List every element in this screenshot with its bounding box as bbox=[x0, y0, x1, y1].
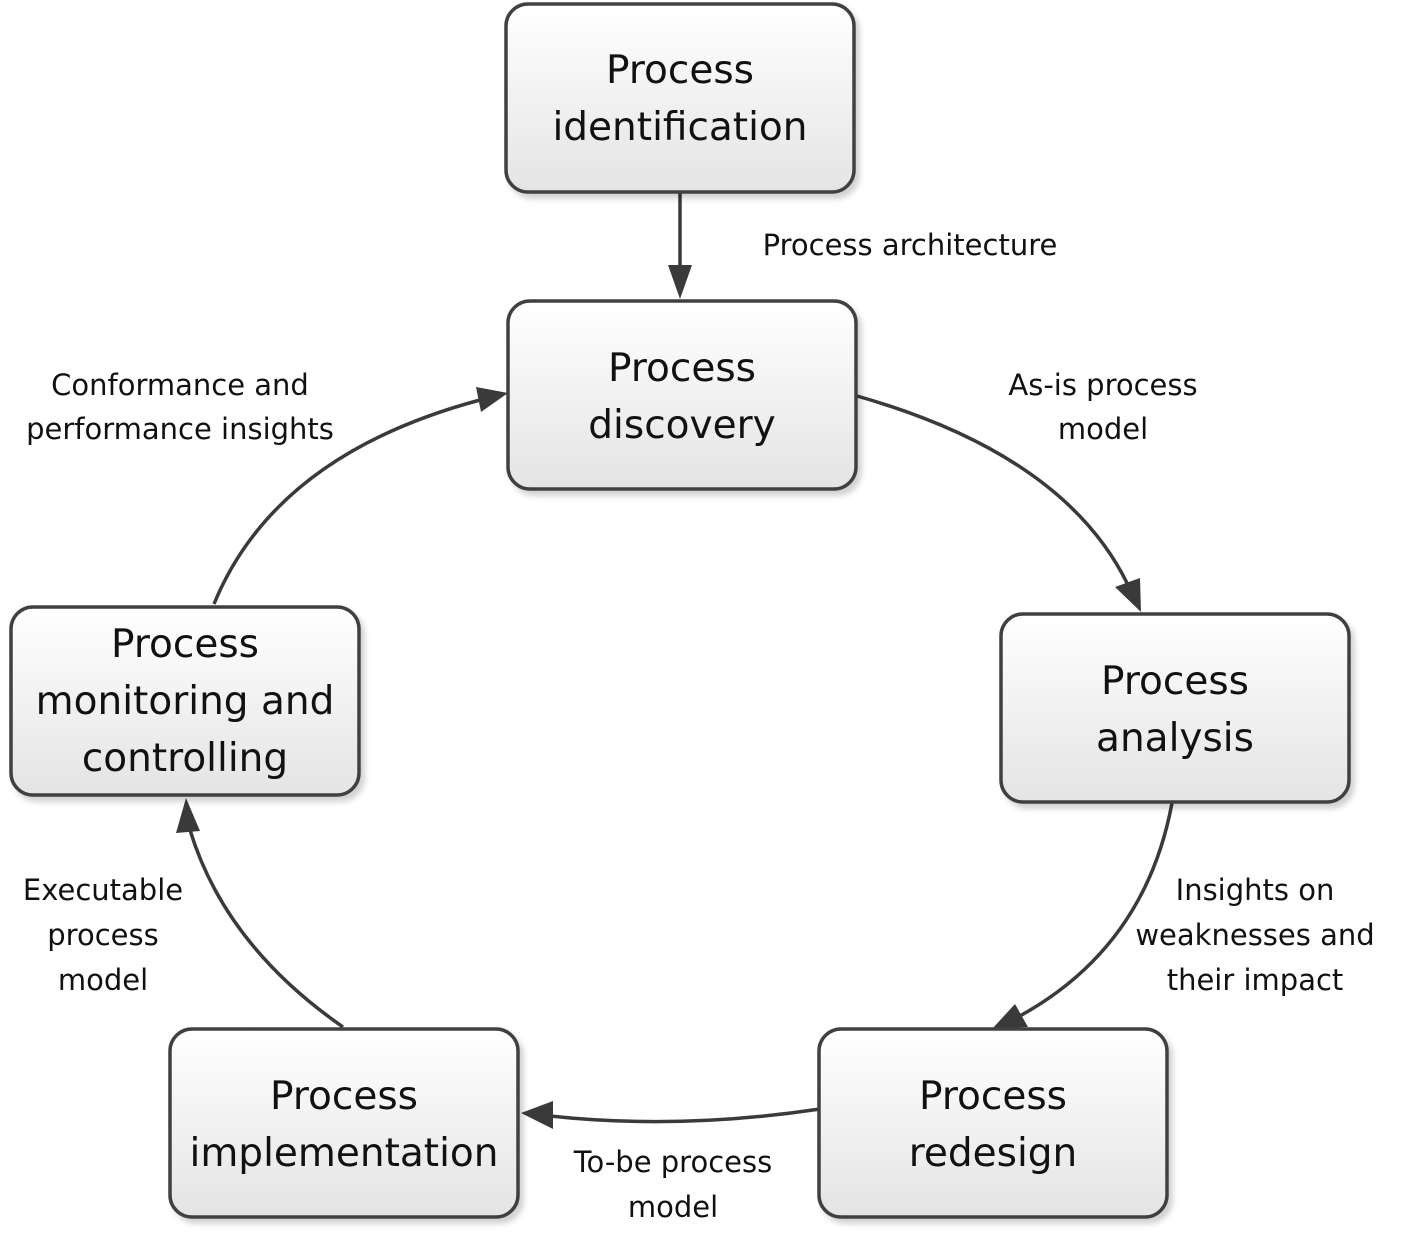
edge-identification-to-discovery bbox=[668, 193, 692, 299]
node-label: Process discovery bbox=[588, 346, 775, 448]
arrowhead-icon bbox=[176, 798, 200, 833]
text-line: performance insights bbox=[26, 412, 334, 446]
edge-label-process-architecture: Process architecture bbox=[763, 228, 1058, 262]
text-line: discovery bbox=[588, 403, 775, 448]
text-line: Conformance and bbox=[51, 368, 309, 402]
text-line: controlling bbox=[82, 736, 288, 781]
edge-analysis-to-redesign bbox=[992, 802, 1174, 1029]
node-process-implementation: Process implementation bbox=[168, 1027, 520, 1219]
text-line: To-be process bbox=[573, 1145, 772, 1179]
node-label: Process identification bbox=[552, 48, 807, 150]
node-label: Process analysis bbox=[1096, 659, 1254, 761]
text-line: redesign bbox=[909, 1131, 1078, 1176]
text-line: Process bbox=[606, 48, 754, 93]
node-process-redesign: Process redesign bbox=[817, 1027, 1169, 1219]
edge-redesign-to-implementation bbox=[521, 1101, 821, 1129]
node-process-analysis: Process analysis bbox=[999, 612, 1351, 804]
node-label: Process redesign bbox=[909, 1074, 1078, 1176]
edge-label-to-be-process-model: To-be process model bbox=[573, 1145, 772, 1224]
text-line: identification bbox=[552, 105, 807, 150]
text-line: Process bbox=[608, 346, 756, 391]
text-line: implementation bbox=[189, 1131, 498, 1176]
node-process-monitoring-and-controlling: Process monitoring and controlling bbox=[9, 605, 361, 797]
text-line: Executable bbox=[23, 873, 183, 907]
edge-monitoring-to-discovery bbox=[212, 387, 508, 605]
text-line: Process architecture bbox=[763, 228, 1058, 262]
text-line: Process bbox=[1101, 659, 1249, 704]
arrowhead-icon bbox=[992, 1004, 1028, 1029]
text-line: model bbox=[58, 963, 148, 997]
text-line: analysis bbox=[1096, 716, 1254, 761]
node-process-discovery: Process discovery bbox=[506, 299, 858, 491]
edge-implementation-to-monitoring bbox=[176, 798, 344, 1029]
node-process-identification: Process identification bbox=[504, 2, 856, 194]
text-line: Process bbox=[111, 622, 259, 667]
text-line: weaknesses and bbox=[1135, 918, 1374, 952]
node-label: Process monitoring and controlling bbox=[36, 622, 335, 781]
arrowhead-icon bbox=[521, 1101, 553, 1129]
edge-label-executable-process-model: Executable process model bbox=[23, 873, 183, 997]
edge-label-as-is-process-model: As-is process model bbox=[1008, 368, 1197, 446]
text-line: model bbox=[1058, 412, 1148, 446]
text-line: model bbox=[628, 1190, 718, 1224]
arrowhead-icon bbox=[668, 265, 692, 299]
text-line: As-is process bbox=[1008, 368, 1197, 402]
text-line: Insights on bbox=[1176, 873, 1335, 907]
text-line: monitoring and bbox=[36, 679, 335, 724]
text-line: their impact bbox=[1167, 963, 1344, 997]
arrowhead-icon bbox=[1115, 578, 1141, 612]
edge-discovery-to-analysis bbox=[856, 394, 1141, 612]
edge-label-insights-on-weaknesses: Insights on weaknesses and their impact bbox=[1135, 873, 1374, 997]
arrowhead-icon bbox=[476, 387, 508, 412]
text-line: process bbox=[47, 918, 158, 952]
text-line: Process bbox=[919, 1074, 1067, 1119]
text-line: Process bbox=[270, 1074, 418, 1119]
edge-label-conformance-performance: Conformance and performance insights bbox=[26, 368, 334, 446]
node-label: Process implementation bbox=[189, 1074, 498, 1176]
